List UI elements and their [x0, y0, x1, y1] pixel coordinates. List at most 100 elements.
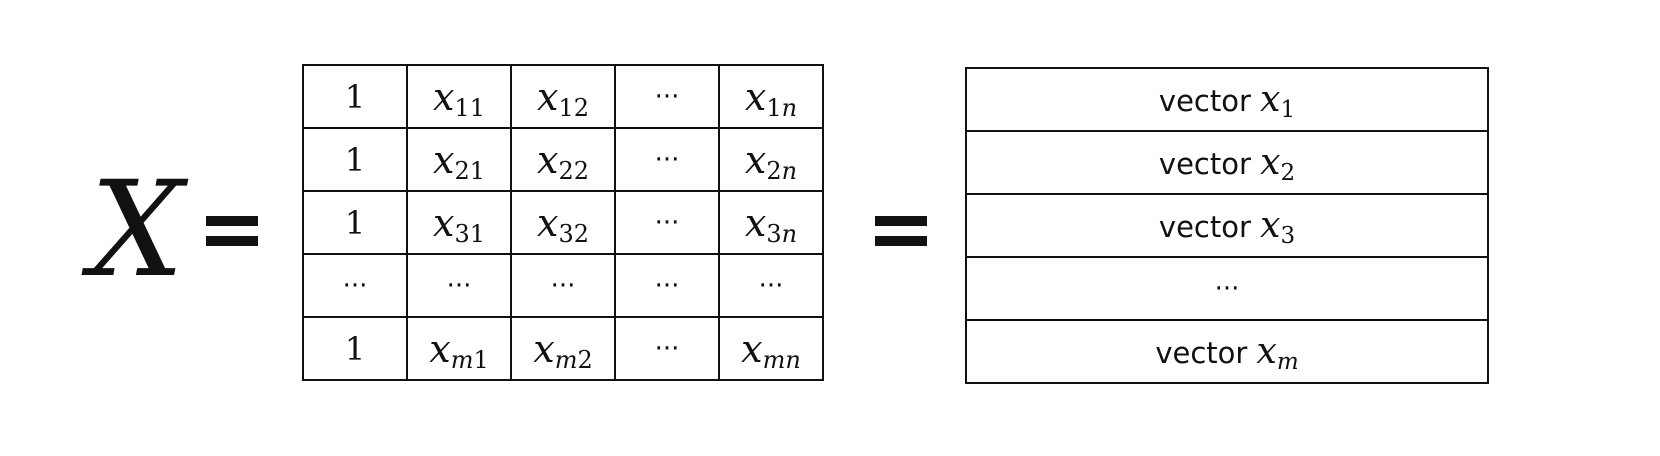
- matrix-entry-sub-index: 1: [766, 93, 782, 122]
- matrix-cell: ···: [614, 127, 720, 192]
- matrix-cell: 1: [302, 190, 408, 255]
- matrix-entry-sub-index: 2: [577, 345, 593, 374]
- vector-row: vector x3: [965, 193, 1489, 258]
- matrix-entry-base: x: [744, 137, 767, 182]
- vector-row: vector x2: [965, 130, 1489, 195]
- vector-ellipsis: ···: [1214, 273, 1240, 304]
- matrix-cell: ···: [614, 190, 720, 255]
- matrix-entry-sub-index: 3: [766, 219, 782, 248]
- matrix-cell: 1: [302, 127, 408, 192]
- vector-label: vector: [1158, 84, 1261, 118]
- matrix-entry-sub-index: 32: [558, 219, 589, 248]
- matrix-entry-sub-index: 22: [558, 156, 589, 185]
- matrix-entry-subscript: 12: [558, 94, 589, 122]
- matrix-entry-subscript: m1: [451, 346, 489, 374]
- matrix-cell: 1: [302, 316, 408, 381]
- matrix-cell: xm2: [510, 316, 616, 381]
- matrix-entry-subscript: 22: [558, 157, 589, 185]
- matrix-entry-base: x: [433, 74, 455, 119]
- matrix-entry-subscript: m2: [555, 346, 593, 374]
- vector-label: vector: [1158, 147, 1261, 181]
- matrix-entry-base: x: [744, 74, 767, 119]
- matrix-cell: xmn: [718, 316, 824, 381]
- matrix-entry-sub-var: m: [450, 345, 474, 374]
- vector-symbol: xm: [1256, 331, 1299, 375]
- matrix-entry-subscript: 21: [454, 157, 485, 185]
- vector-symbol-base: x: [1260, 79, 1281, 120]
- equals-sign-left: [206, 210, 258, 250]
- matrix-entry-sub-var: m: [554, 345, 578, 374]
- vector-label: vector: [1158, 210, 1261, 244]
- vector-cell: vector xm: [965, 319, 1489, 384]
- matrix-cell: 1: [302, 64, 408, 129]
- equals-bar-top: [875, 216, 927, 226]
- matrix-entry-subscript: 3n: [766, 220, 797, 248]
- matrix-cell: x31: [406, 190, 512, 255]
- vector-symbol-subscript: 1: [1280, 97, 1296, 123]
- matrix-entry-sub-var: n: [781, 156, 798, 185]
- matrix-entry-base: x: [433, 200, 455, 245]
- matrix-entry-base: x: [533, 326, 555, 371]
- vector-symbol: x2: [1260, 142, 1296, 186]
- vector-row: ···: [965, 256, 1489, 321]
- matrix-entry-subscript: 11: [454, 94, 485, 122]
- matrix-entry-subscript: 32: [558, 220, 589, 248]
- matrix-cell: ···: [614, 253, 720, 318]
- matrix-entry-base: x: [537, 74, 559, 119]
- matrix-entry-base: x: [537, 137, 559, 182]
- vector-label: vector: [1155, 336, 1257, 370]
- vector-cell: vector x1: [965, 67, 1489, 132]
- matrix-cell: ···: [614, 316, 720, 381]
- matrix-cell: ···: [406, 253, 512, 318]
- vector-cell: vector x2: [965, 130, 1489, 195]
- matrix-entry-subscript: 2n: [766, 157, 797, 185]
- matrix-cell: ···: [718, 253, 824, 318]
- vector-symbol-base: x: [1256, 331, 1277, 372]
- matrix-cell: x12: [510, 64, 616, 129]
- matrix-cell: x1n: [718, 64, 824, 129]
- matrix-cell: xm1: [406, 316, 512, 381]
- matrix-cell: x21: [406, 127, 512, 192]
- vector-row: vector xm: [965, 319, 1489, 384]
- matrix-entry-sub-var: n: [781, 219, 798, 248]
- matrix-entry-base: x: [744, 200, 767, 245]
- matrix-entry-sub-index: 1: [473, 345, 489, 374]
- vector-symbol-base: x: [1260, 205, 1281, 246]
- matrix-entry-base: x: [429, 326, 451, 371]
- matrix-entry-sub-index: 2: [766, 156, 782, 185]
- matrix-symbol-x: X: [90, 153, 184, 307]
- vector-symbol-base: x: [1260, 142, 1281, 183]
- matrix-entry-base: x: [433, 137, 455, 182]
- vector-symbol-subscript: 3: [1280, 223, 1296, 249]
- matrix-entry-base: x: [741, 326, 763, 371]
- vector-symbol: x3: [1260, 205, 1296, 249]
- vector-cell: vector x3: [965, 193, 1489, 258]
- matrix-cell: x11: [406, 64, 512, 129]
- vector-symbol-subscript: 2: [1280, 160, 1296, 186]
- matrix-cell: ···: [614, 64, 720, 129]
- matrix-entry-sub-index: 12: [558, 93, 589, 122]
- matrix-entry-sub-index: 11: [454, 93, 485, 122]
- matrix-entry-base: x: [537, 200, 559, 245]
- matrix-entry-subscript: mn: [763, 346, 801, 374]
- matrix-entry-sub-index: 21: [454, 156, 485, 185]
- equals-sign-middle: [875, 210, 927, 250]
- equals-bar-bottom: [875, 236, 927, 246]
- matrix-cell: x22: [510, 127, 616, 192]
- matrix-cell: ···: [510, 253, 616, 318]
- matrix-cell: x2n: [718, 127, 824, 192]
- equals-bar-top: [206, 216, 258, 226]
- vector-cell: ···: [965, 256, 1489, 321]
- equals-bar-bottom: [206, 236, 258, 246]
- vector-row: vector x1: [965, 67, 1489, 132]
- vector-symbol-subscript: m: [1276, 349, 1299, 375]
- matrix-entry-sub-index: 31: [454, 219, 485, 248]
